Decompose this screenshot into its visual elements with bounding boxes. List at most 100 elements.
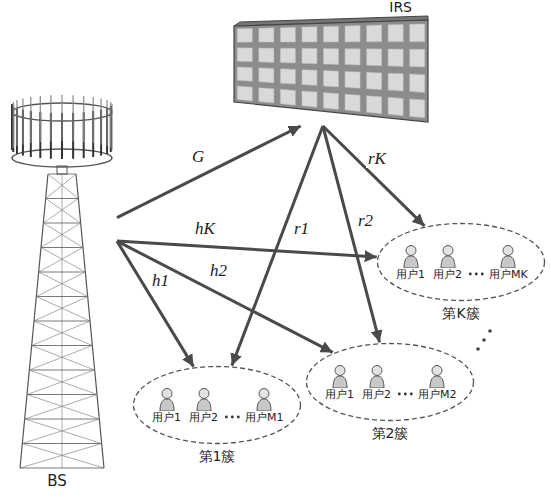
tower-brace [39, 248, 83, 273]
ellipsis-dot [481, 273, 484, 276]
channel-label: rK [366, 150, 388, 168]
antenna-element [40, 96, 41, 142]
user: 用户1 [396, 244, 425, 281]
person-icon [158, 387, 176, 411]
base-station-tower [12, 95, 112, 468]
antenna-element [110, 102, 111, 148]
tower-brace [46, 198, 79, 199]
cluster-ellipse [307, 344, 474, 421]
antenna-element [73, 95, 74, 141]
tower-brace [43, 199, 78, 224]
ellipsis-dot [410, 393, 413, 396]
person-icon [428, 364, 446, 388]
irs-element [367, 49, 382, 66]
tower-brace [29, 370, 94, 371]
tower-brace [46, 174, 76, 199]
person-body [430, 376, 444, 388]
ellipsis-dot [469, 273, 472, 276]
channel-arrow [232, 126, 323, 366]
tower-brace [32, 346, 95, 371]
tower-brace [20, 444, 102, 469]
antenna-element [16, 100, 17, 146]
irs-element [345, 26, 360, 42]
antenna-element [22, 98, 23, 144]
person-head [503, 246, 513, 256]
irs-element [302, 70, 317, 86]
irs-element [388, 73, 403, 91]
tower-brace [39, 272, 88, 297]
tower-brace [22, 444, 104, 469]
irs-element [410, 99, 425, 118]
tower-brace [29, 346, 92, 371]
ellipsis-dot [231, 416, 234, 419]
cluster-ellipse [378, 224, 545, 301]
tower-brace [27, 395, 99, 420]
person-body [160, 399, 174, 411]
irs-element [345, 49, 360, 65]
cluster-outline [132, 365, 302, 445]
irs-element [237, 28, 252, 42]
ellipsis-dot [398, 393, 401, 396]
irs-element [259, 28, 274, 42]
cluster-caption: 第2簇 [305, 425, 475, 441]
ellipsis-dot [237, 416, 240, 419]
tower-brace [27, 370, 95, 395]
irs-element [237, 86, 252, 101]
person-body [404, 256, 418, 268]
tower-brace [34, 321, 92, 346]
person-icon [368, 364, 386, 388]
tower-brace [22, 443, 101, 444]
tower-brace [32, 345, 93, 346]
user-label: 用户M2 [418, 388, 457, 401]
antenna-element [83, 96, 84, 142]
person-head [335, 366, 345, 376]
irs-element [367, 25, 382, 42]
tower-brace [20, 468, 104, 469]
tower-brace [48, 174, 76, 175]
antenna-element [100, 98, 101, 144]
person-icon [331, 364, 349, 388]
irs-element [237, 67, 252, 81]
person-body [441, 256, 455, 268]
irs-element [345, 94, 360, 111]
continuation-dots [476, 329, 492, 351]
user-cluster: 第K簇用户1用户2用户MK [376, 222, 546, 302]
person-head [443, 246, 453, 256]
irs-element [388, 24, 403, 41]
person-head [406, 246, 416, 256]
irs-panel: IRS [230, 0, 432, 126]
person-icon [402, 244, 420, 268]
irs-element [323, 49, 338, 65]
person-head [372, 366, 382, 376]
user-label: 用户2 [362, 388, 391, 401]
user: 用户M2 [418, 364, 457, 401]
irs-element [237, 48, 252, 62]
user: 用户1 [152, 387, 181, 424]
irs-label: IRS [389, 0, 412, 15]
channel-label: r2 [356, 212, 375, 230]
tower-brace [22, 419, 99, 444]
tower-brace [43, 223, 83, 248]
irs-element [280, 48, 295, 63]
base-station-label: BS [5, 472, 117, 490]
person-body [370, 376, 384, 388]
tower-brace [25, 395, 97, 420]
tower-brace [41, 248, 85, 273]
irs-frame [234, 20, 428, 122]
person-body [197, 399, 211, 411]
irs-element [345, 71, 360, 88]
irs-element [259, 68, 274, 83]
antenna-element [50, 95, 51, 141]
antenna-element [106, 100, 107, 146]
tower-brace [41, 247, 83, 248]
user: 用户M1 [245, 387, 284, 424]
tower-brace [46, 199, 81, 224]
user-label: 用户M1 [245, 411, 284, 424]
user: 用户2 [433, 244, 462, 281]
user-label: 用户MK [489, 268, 528, 281]
irs-element [323, 93, 338, 110]
person-head [199, 389, 209, 399]
tower-brace [25, 419, 100, 420]
tower-brace [39, 272, 86, 273]
